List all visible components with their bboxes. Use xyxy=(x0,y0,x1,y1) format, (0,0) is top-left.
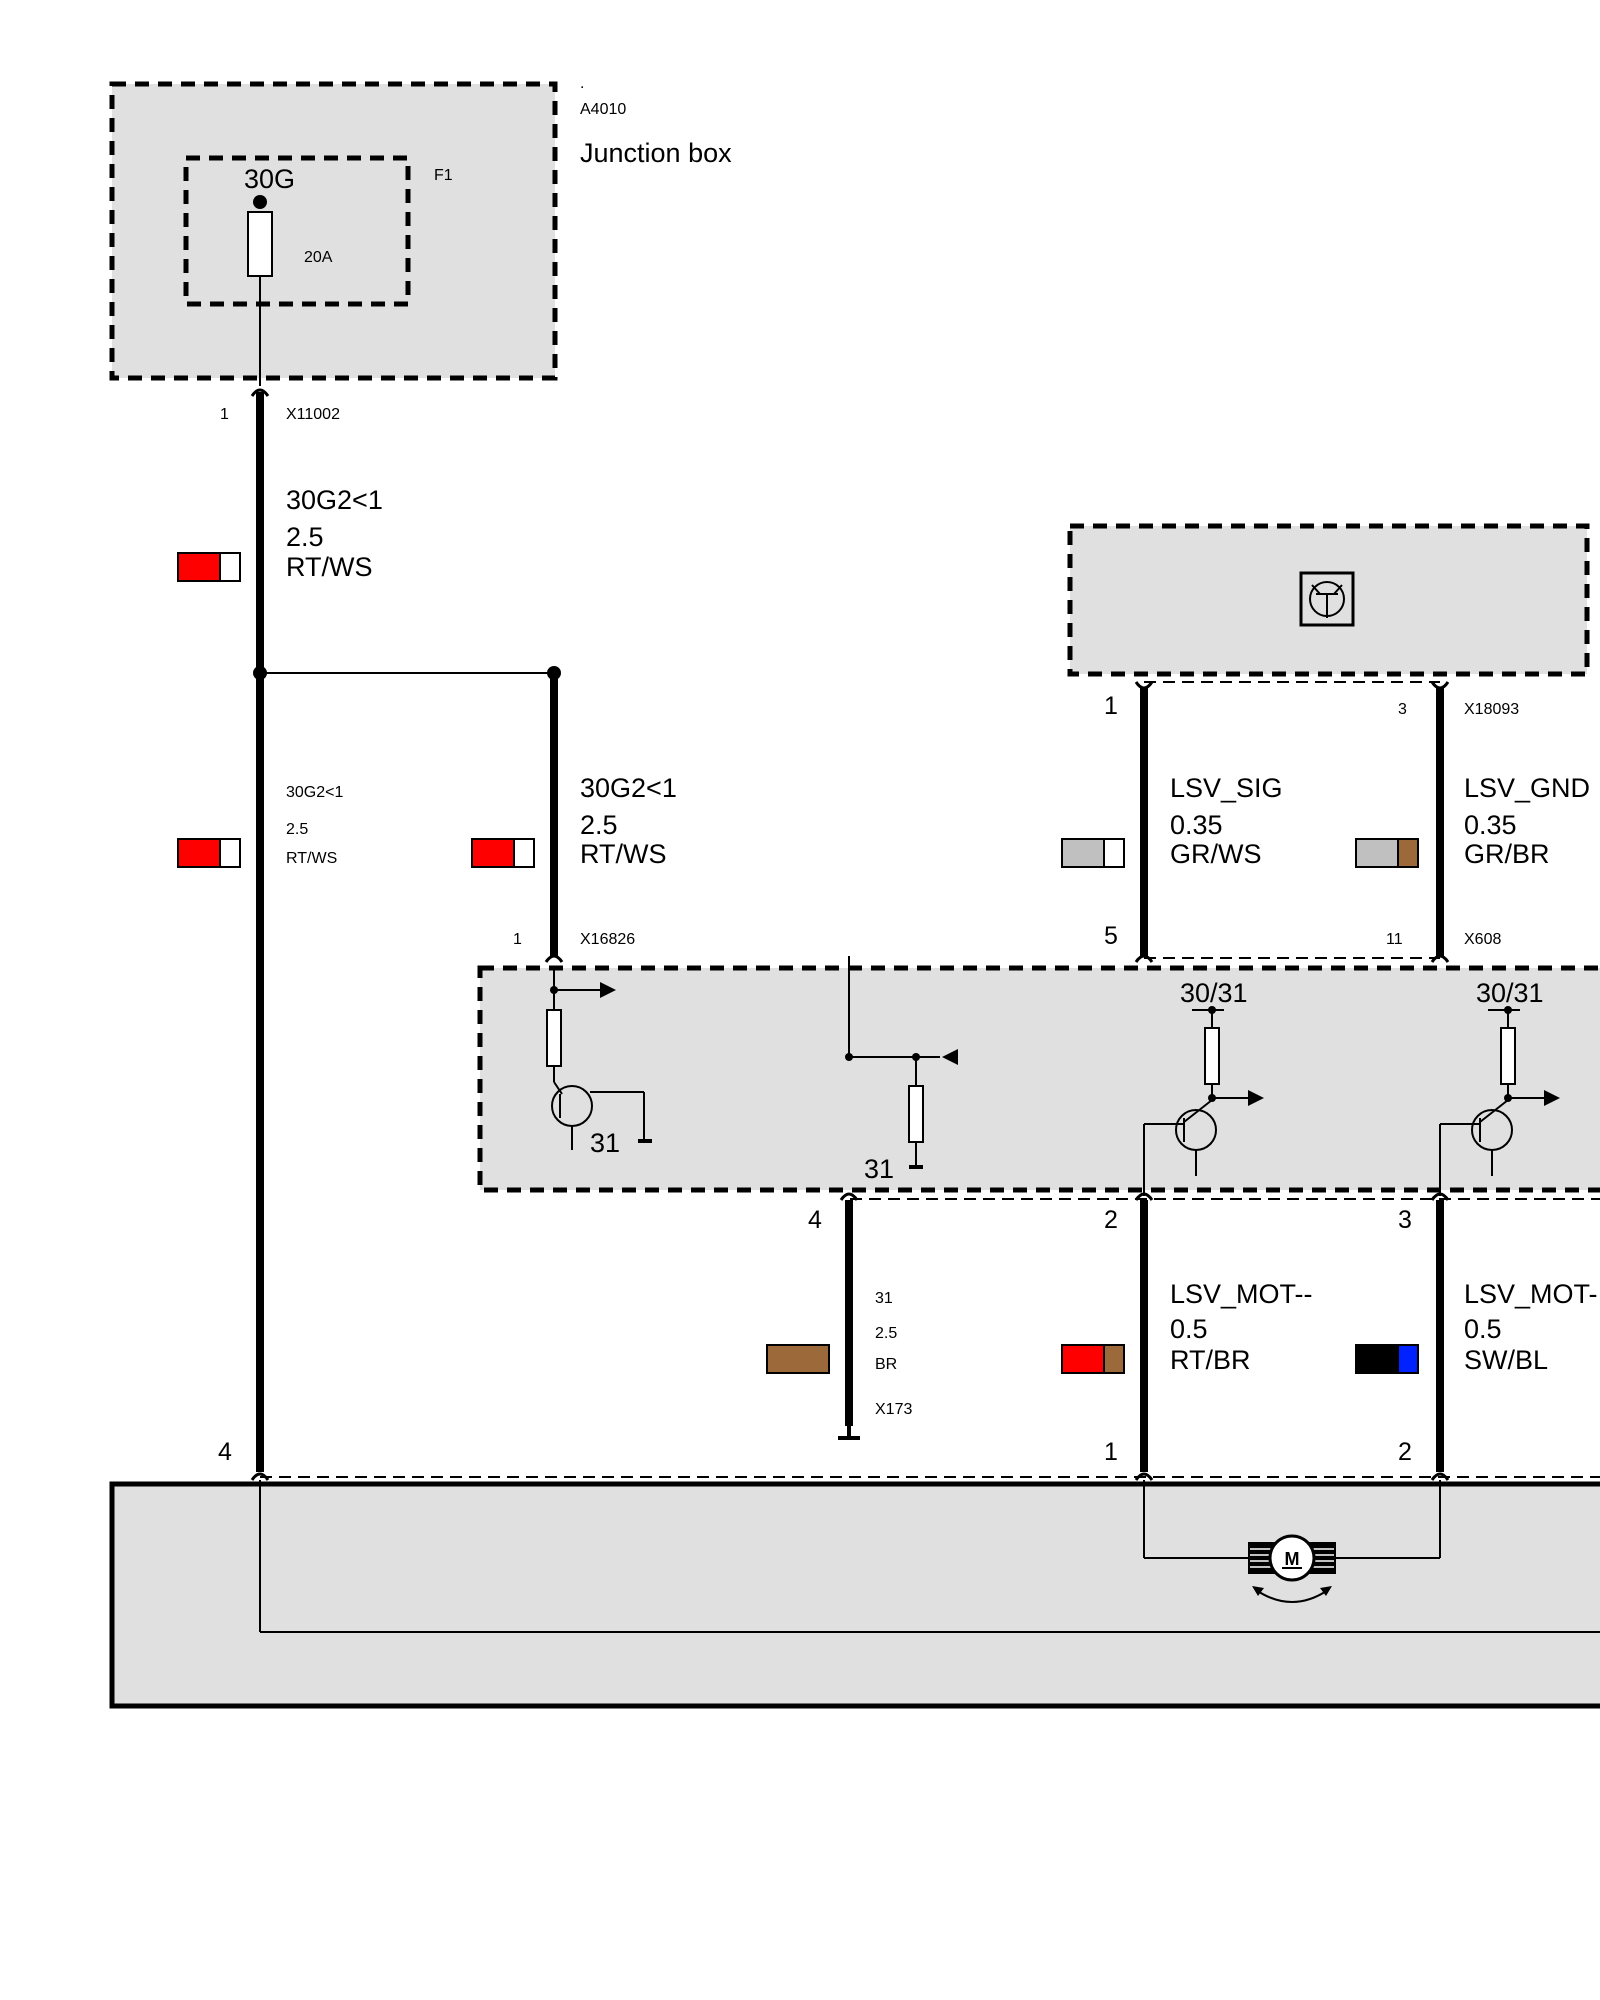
motor-icon xyxy=(1248,1534,1336,1603)
wire-size: 2.5 xyxy=(875,1325,897,1342)
junction-box-a4010 xyxy=(109,81,558,386)
wire-signal: 31 xyxy=(875,1290,893,1307)
swatch-w4-gr-ws xyxy=(1061,838,1125,868)
wire-signal: LSV_GND xyxy=(1464,773,1590,803)
wire-color-code: RT/BR xyxy=(1170,1345,1251,1375)
swatch-w8-sw-bl xyxy=(1355,1344,1419,1374)
ground-x173-label: X173 xyxy=(875,1401,912,1418)
motor-pin-4: 4 xyxy=(218,1438,232,1466)
wire-size: 0.5 xyxy=(1170,1314,1208,1344)
sensor-transistor-icon xyxy=(1309,581,1345,618)
module-pin-3: 3 xyxy=(1398,1206,1412,1234)
wires xyxy=(256,392,1444,1472)
x11002-pin: 1 xyxy=(220,406,229,423)
wire-color-code: RT/WS xyxy=(580,839,667,869)
wire-size: 0.35 xyxy=(1170,810,1223,840)
wire-label-w8: LSV_MOT- 0.5 SW/BL xyxy=(1464,1279,1598,1375)
swatch-w3-rt-ws xyxy=(471,838,535,868)
wire-color-code: GR/WS xyxy=(1170,839,1262,869)
wire-color-code: RT/WS xyxy=(286,850,337,867)
module-supply-label-1: 30/31 xyxy=(1180,978,1248,1008)
module-nodes-and-arrows xyxy=(550,982,1560,1169)
wire-signal: 30G2<1 xyxy=(286,485,383,515)
motor-circuit xyxy=(259,1480,1600,1633)
wire-label-w1: 30G2<1 2.5 RT/WS xyxy=(286,485,383,582)
wire-size: 0.5 xyxy=(1464,1314,1502,1344)
motor-pin-2: 2 xyxy=(1398,1438,1412,1466)
module-pin-4: 4 xyxy=(808,1206,822,1234)
wire-signal: 30G2<1 xyxy=(580,773,677,803)
wire-signal: LSV_MOT-- xyxy=(1170,1279,1313,1309)
module-ground-label-1: 31 xyxy=(590,1128,620,1158)
wire-signal: LSV_SIG xyxy=(1170,773,1283,803)
junction-box-name: Junction box xyxy=(580,138,732,168)
x18093-pin-left: 1 xyxy=(1104,692,1118,720)
control-module xyxy=(477,965,1600,1193)
junction-box-dot: . xyxy=(580,75,584,92)
x18093-pin-right: 3 xyxy=(1398,701,1407,718)
sensor-box xyxy=(1067,523,1590,677)
ground-x173-icon xyxy=(838,1426,860,1440)
wire-size: 2.5 xyxy=(286,522,324,552)
x608-pin-left: 5 xyxy=(1104,922,1118,950)
wire-size: 2.5 xyxy=(580,810,618,840)
x18093-id: X18093 xyxy=(1464,701,1519,718)
connector-boundaries xyxy=(850,681,1600,1200)
x11002-id: X11002 xyxy=(286,406,340,423)
module-supply-label-2: 30/31 xyxy=(1476,978,1544,1008)
swatch-w2-rt-ws xyxy=(177,838,241,868)
wire-size: 0.35 xyxy=(1464,810,1517,840)
splice xyxy=(253,666,561,680)
x16826-id: X16826 xyxy=(580,931,635,948)
x608-id: X608 xyxy=(1464,931,1501,948)
motor-symbol: M xyxy=(1285,1549,1300,1569)
wire-label-w4: LSV_SIG 0.35 GR/WS xyxy=(1170,773,1283,869)
wire-label-w2: 30G2<1 2.5 RT/WS xyxy=(286,784,343,867)
wire-size: 2.5 xyxy=(286,821,308,838)
swatch-w6-br xyxy=(766,1344,830,1374)
wire-label-w3: 30G2<1 2.5 RT/WS xyxy=(580,773,677,869)
module-pin-2: 2 xyxy=(1104,1206,1118,1234)
wire-color-code: RT/WS xyxy=(286,552,373,582)
fuse-rating: 20A xyxy=(304,249,333,266)
module-circuit xyxy=(546,956,1544,1196)
wire-color-code: GR/BR xyxy=(1464,839,1550,869)
wire-color-code: SW/BL xyxy=(1464,1345,1548,1375)
x16826-pin: 1 xyxy=(513,931,522,948)
junction-box-id: A4010 xyxy=(580,101,626,118)
module-ground-label-2: 31 xyxy=(864,1154,894,1184)
fuse-terminal-label: 30G xyxy=(244,164,295,194)
swatch-w7-rt-br xyxy=(1061,1344,1125,1374)
wire-label-w5: LSV_GND 0.35 GR/BR xyxy=(1464,773,1590,869)
motor-housing xyxy=(109,1476,1600,1709)
wire-label-w6: 31 2.5 BR xyxy=(875,1290,897,1373)
wire-signal: LSV_MOT- xyxy=(1464,1279,1598,1309)
motor-pin-1: 1 xyxy=(1104,1438,1118,1466)
x608-pin-right: 11 xyxy=(1386,931,1403,948)
fuse-id: F1 xyxy=(434,167,453,184)
swatch-w1-rt-ws xyxy=(177,552,241,582)
wire-label-w7: LSV_MOT-- 0.5 RT/BR xyxy=(1170,1279,1313,1375)
wire-color-code: BR xyxy=(875,1356,897,1373)
swatch-w5-gr-br xyxy=(1355,838,1419,868)
wire-signal: 30G2<1 xyxy=(286,784,343,801)
wire-color-swatches xyxy=(177,552,1419,1374)
